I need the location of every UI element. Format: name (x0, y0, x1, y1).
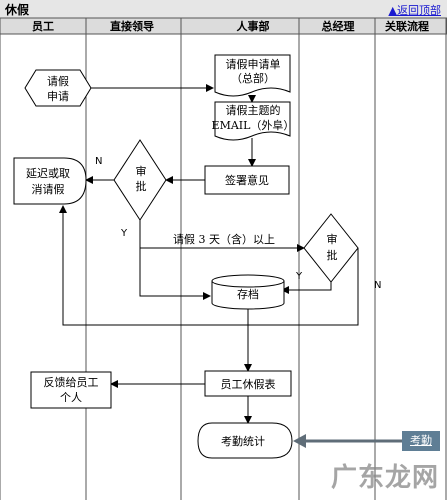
connector (59, 205, 359, 326)
attendance-node (197, 422, 293, 459)
request-label-line2: 申请 (47, 90, 69, 103)
email-label-line2: EMAIL（外阜） (212, 119, 295, 132)
no-label-1: N (95, 156, 102, 167)
sign-opinion-box (204, 165, 290, 195)
watermark: 广东龙网 (330, 463, 439, 493)
leave-table-label: 员工休假表 (221, 377, 276, 391)
yes-label-2: Y (295, 271, 303, 282)
feedback-label-line2: 个人 (60, 391, 82, 404)
lane-general-manager: 总经理 (322, 19, 355, 33)
page-title: 休假 (5, 3, 30, 17)
request-label-line1: 请假 (47, 74, 69, 88)
approval-decision-manager (113, 139, 167, 221)
related-process-arrow (293, 434, 402, 448)
request-node (24, 69, 92, 107)
yes-label-1: Y (120, 228, 128, 239)
archive-cylinder (211, 274, 285, 310)
connector (281, 282, 332, 294)
connector (139, 220, 211, 300)
lane-related-process: 关联流程 (385, 19, 429, 33)
no-label-2: N (374, 280, 381, 291)
feedback-label-line1: 反馈给员工 (44, 376, 99, 389)
lane-hr: 人事部 (237, 19, 270, 33)
leave-form-document (214, 54, 291, 97)
approve1-label-line1: 审 (136, 164, 147, 178)
lane-direct-manager: 直接领导 (110, 19, 154, 33)
delay-label-line2: 消请假 (32, 182, 65, 196)
email-document (214, 101, 291, 141)
lane-employee: 员工 (32, 20, 54, 33)
approve1-label-line2: 批 (136, 179, 147, 193)
form-label-line1: 请假申请单 (226, 57, 281, 71)
attendance-related-link[interactable]: 考勤 (402, 431, 440, 451)
delay-label-line1: 延迟或取 (26, 167, 70, 180)
attendance-link-text[interactable]: 考勤 (410, 434, 432, 447)
lane-header-row (0, 17, 447, 35)
email-label-line1: 请假主题的 (226, 103, 281, 117)
condition-label: 请假 3 天（含）以上 (173, 232, 275, 246)
back-to-top-link[interactable]: ▲返回顶部 (388, 4, 441, 17)
form-label-line2: （总部） (231, 71, 275, 85)
approve2-label-line2: 批 (327, 248, 338, 262)
sign-label: 签署意见 (225, 173, 269, 187)
leave-table-box (204, 370, 292, 397)
feedback-box (30, 371, 112, 409)
archive-label: 存档 (237, 287, 259, 301)
attendance-label: 考勤统计 (221, 435, 265, 448)
approval-decision-gm (303, 213, 359, 283)
delay-or-cancel-node (13, 157, 87, 205)
approve2-label-line1: 审 (327, 232, 338, 246)
